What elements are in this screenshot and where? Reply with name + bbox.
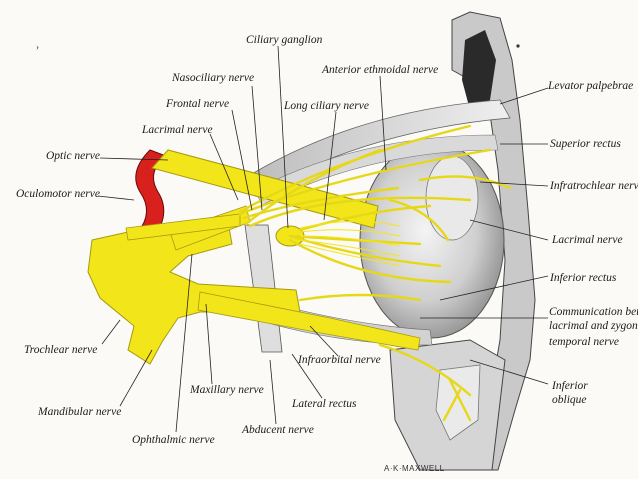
label-mandibular-nerve: Mandibular nerve bbox=[38, 406, 122, 418]
maxillary-nerve-trunk bbox=[197, 291, 421, 351]
label-inferior-oblique-line2: oblique bbox=[552, 394, 587, 406]
frontal-sinus-cavity bbox=[462, 30, 496, 110]
nerve-branches bbox=[238, 124, 512, 422]
superior-rectus-muscle bbox=[254, 134, 499, 206]
label-trochlear-nerve: Trochlear nerve bbox=[24, 344, 98, 356]
fine-ciliary-nerves bbox=[299, 220, 401, 267]
label-long-ciliary-nerve: Long ciliary nerve bbox=[284, 100, 369, 112]
label-communication-line1: Communication bet bbox=[549, 306, 638, 318]
label-ophthalmic-nerve: Ophthalmic nerve bbox=[132, 434, 215, 446]
label-frontal-nerve: Frontal nerve bbox=[166, 98, 230, 110]
label-superior-rectus: Superior rectus bbox=[550, 138, 621, 150]
label-lacrimal-nerve-left: Lacrimal nerve bbox=[142, 124, 213, 136]
leader-lines bbox=[97, 45, 549, 433]
stray-dot bbox=[516, 44, 520, 48]
label-ciliary-ganglion: Ciliary ganglion bbox=[246, 34, 323, 46]
label-levator-palpebrae: Levator palpebrae bbox=[548, 80, 634, 92]
label-communication-line3: temporal nerve bbox=[549, 336, 619, 348]
artist-signature: A·K·MAXWELL bbox=[384, 464, 445, 473]
label-inferior-oblique-line1: Inferior bbox=[552, 380, 588, 392]
maxillary-sinus bbox=[435, 364, 481, 441]
label-inferior-rectus: Inferior rectus bbox=[550, 272, 617, 284]
label-lateral-rectus: Lateral rectus bbox=[292, 398, 357, 410]
label-oculomotor-nerve: Oculomotor nerve bbox=[16, 188, 100, 200]
label-infratrochlear-nerve: Infratrochlear nerv bbox=[550, 180, 638, 192]
stray-mark: › bbox=[36, 42, 39, 52]
label-communication-line2: lacrimal and zygon bbox=[549, 320, 638, 332]
oculomotor-nerve-trunk bbox=[125, 213, 241, 241]
optic-nerve-trunk bbox=[151, 149, 379, 229]
label-maxillary-nerve: Maxillary nerve bbox=[190, 384, 264, 396]
label-optic-nerve: Optic nerve bbox=[46, 150, 100, 162]
label-anterior-ethmoidal-nerve: Anterior ethmoidal nerve bbox=[322, 64, 439, 76]
label-infraorbital-nerve: Infraorbital nerve bbox=[298, 354, 381, 366]
label-lacrimal-nerve-right: Lacrimal nerve bbox=[552, 234, 623, 246]
label-abducent-nerve: Abducent nerve bbox=[242, 424, 314, 436]
label-nasociliary-nerve: Nasociliary nerve bbox=[172, 72, 255, 84]
